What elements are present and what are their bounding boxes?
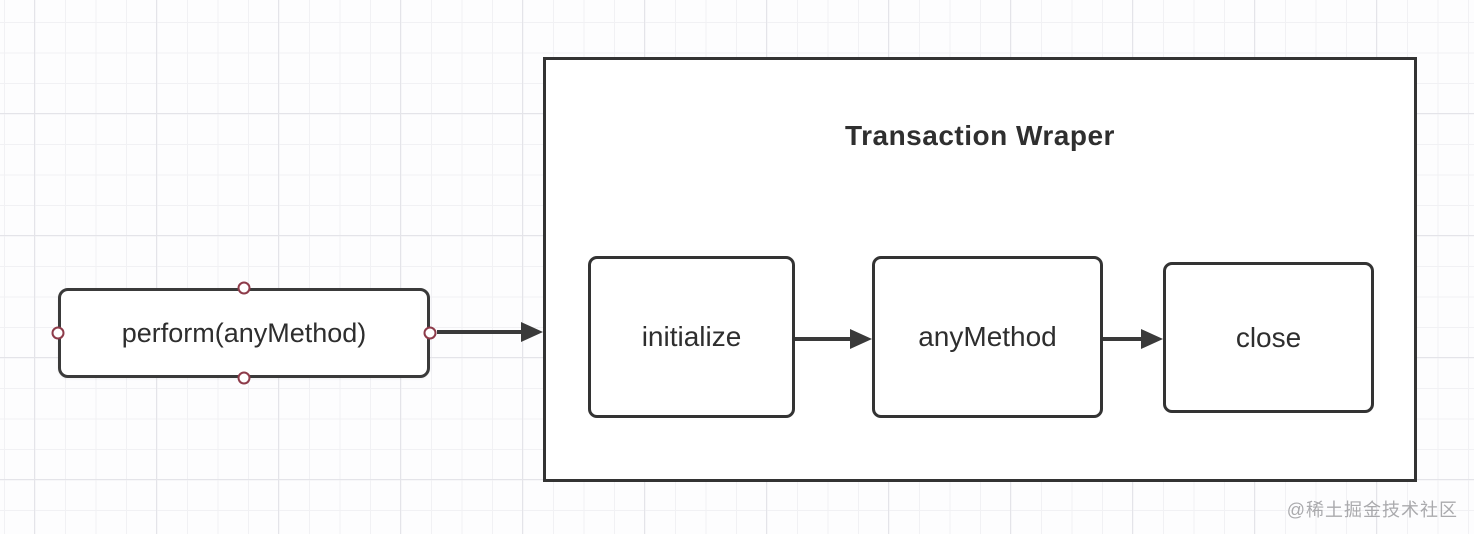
connection-handle-bottom-icon [237,371,251,385]
node-close-label: close [1235,321,1302,353]
watermark-text: @稀土掘金技术社区 [1286,500,1458,520]
arrowhead-icon [1141,329,1163,349]
node-initialize-label: initialize [641,321,742,352]
connection-handle-left-icon [51,326,65,340]
node-close: close [1163,262,1374,413]
arrow-shaft [437,330,525,334]
node-initialize: initialize [588,256,795,418]
arrow-shaft [1103,337,1145,341]
node-perform-anymethod: perform(anyMethod) [58,288,430,378]
transaction-wrapper-title: Transaction Wraper [845,120,1115,151]
node-anymethod: anyMethod [872,256,1103,418]
arrowhead-icon [850,329,872,349]
arrowhead-icon [521,322,543,342]
connection-handle-right-icon [423,326,437,340]
connection-handle-top-icon [237,281,251,295]
arrow-shaft [795,337,854,341]
node-anymethod-label: anyMethod [918,321,1057,352]
node-perform-anymethod-label: perform(anyMethod) [121,317,367,348]
